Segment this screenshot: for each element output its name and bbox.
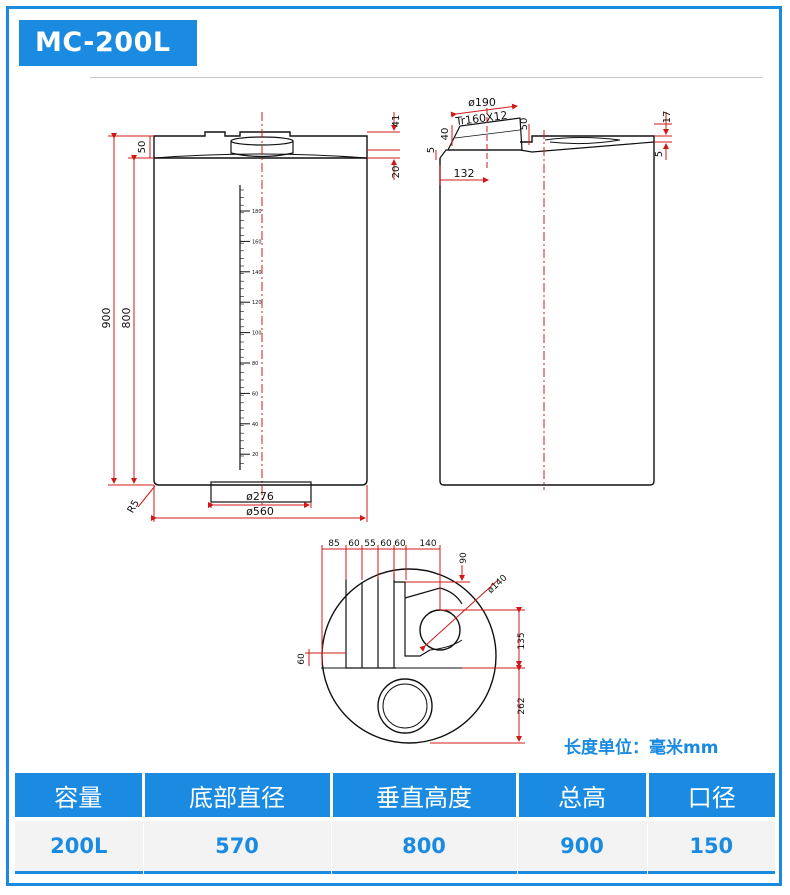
outer-frame xyxy=(6,6,782,886)
dim-60-side: 60 xyxy=(297,653,307,665)
side-body-outline xyxy=(439,135,655,486)
value-vertical-height: 800 xyxy=(331,821,518,871)
header-caliber: 口径 xyxy=(647,773,775,817)
scale-tick-label: 80 xyxy=(252,361,258,367)
top-width-label: 85 xyxy=(328,539,339,549)
header-capacity: 容量 xyxy=(15,773,145,817)
top-width-label: 55 xyxy=(364,539,375,549)
value-bottom-diameter: 570 xyxy=(143,821,332,871)
front-neck xyxy=(230,141,294,158)
header-total-height: 总高 xyxy=(517,773,649,817)
value-capacity: 200L xyxy=(15,821,144,871)
dim-132: 132 xyxy=(454,167,475,180)
header-vertical-height: 垂直高度 xyxy=(331,773,519,817)
top-main-opening-inner xyxy=(382,683,428,729)
top-width-label: 140 xyxy=(419,539,436,549)
scale-tick-label: 20 xyxy=(252,452,258,458)
scale-tick-label: 140 xyxy=(252,270,262,276)
dim-dia-560: ø560 xyxy=(246,505,274,518)
dim-r5: R5 xyxy=(126,498,142,515)
value-caliber: 150 xyxy=(647,821,775,871)
side-view: ø190 Tr160X12 40 5 132 50 17 5 xyxy=(426,96,673,490)
thread-label: Tr160X12 xyxy=(454,109,508,128)
dim-50-lid: 50 xyxy=(137,141,148,154)
dim-40: 40 xyxy=(440,128,451,141)
dim-800: 800 xyxy=(120,308,133,329)
dim-5-left: 5 xyxy=(426,147,437,153)
top-width-label: 60 xyxy=(348,539,360,549)
dim-dia-140: ø140 xyxy=(486,573,510,596)
scale-tick-label: 120 xyxy=(252,300,262,306)
dim-5-right: 5 xyxy=(654,151,665,157)
spec-table: 容量 底部直径 垂直高度 总高 口径 200L 570 800 900 150 xyxy=(15,773,775,874)
spec-value-row: 200L 570 800 900 150 xyxy=(15,821,775,871)
top-width-label: 60 xyxy=(380,539,392,549)
scale-tick-label: 160 xyxy=(252,239,262,245)
top-outlet-opening xyxy=(419,609,461,651)
product-title: MC-200L xyxy=(19,20,197,66)
dim-90: 90 xyxy=(459,552,469,564)
dim-50-side: 50 xyxy=(519,118,530,131)
top-main-opening-outer xyxy=(377,678,433,734)
scale-ticks: 180 160 140 120 100 80 60 40 20 xyxy=(240,189,262,464)
dim-dia-190: ø190 xyxy=(468,96,496,109)
spec-header-row: 容量 底部直径 垂直高度 总高 口径 xyxy=(15,773,775,817)
scale-tick-label: 180 xyxy=(252,209,262,215)
value-total-height: 900 xyxy=(517,821,648,871)
baffles xyxy=(345,573,431,669)
technical-drawing: 180 160 140 120 100 80 60 40 20 900 xyxy=(100,96,673,744)
dim-262: 262 xyxy=(517,697,527,714)
front-body-outline xyxy=(153,157,368,486)
dim-20: 20 xyxy=(391,166,402,179)
scale-tick-label: 100 xyxy=(252,331,262,337)
header-bottom-diameter: 底部直径 xyxy=(143,773,333,817)
side-cap xyxy=(447,117,523,151)
top-width-label: 60 xyxy=(394,539,406,549)
dim-900: 900 xyxy=(100,308,113,329)
dim-41: 41 xyxy=(391,115,402,128)
unit-note: 长度单位：毫米mm xyxy=(564,738,719,758)
dim-135: 135 xyxy=(517,632,527,649)
front-view: 180 160 140 120 100 80 60 40 20 900 xyxy=(100,112,402,522)
scale-tick-label: 60 xyxy=(252,391,258,397)
title-divider xyxy=(90,77,762,78)
dim-17: 17 xyxy=(662,111,673,124)
front-lid-outline xyxy=(153,131,368,158)
scale-tick-label: 40 xyxy=(252,422,258,428)
dim-dia-276: ø276 xyxy=(246,490,274,503)
